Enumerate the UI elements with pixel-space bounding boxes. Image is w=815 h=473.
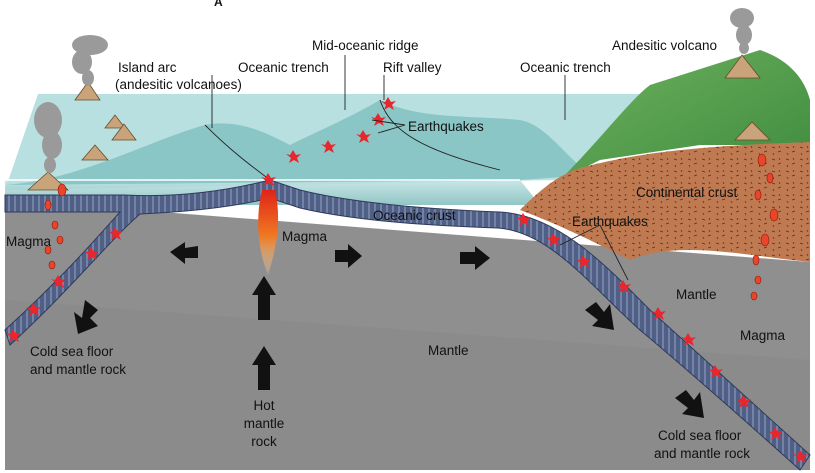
label-hot-rock: rock xyxy=(251,434,277,449)
mantle-front-shade xyxy=(5,300,810,470)
oceanic-crust-slab xyxy=(4,179,811,471)
label-magma-center: Magma xyxy=(282,229,328,244)
label-mantle-rock-left: and mantle rock xyxy=(30,362,126,377)
label-continental-crust: Continental crust xyxy=(636,185,738,200)
magma-drop-icon xyxy=(44,153,779,301)
continental-crust xyxy=(520,142,810,262)
magma-plume xyxy=(258,190,279,275)
label-andesitic-volcano: Andesitic volcano xyxy=(612,38,717,53)
sea-floor-relief xyxy=(5,100,590,185)
label-island-arc: Island arc xyxy=(118,60,177,75)
label-mantle-right: Mantle xyxy=(676,287,717,302)
label-mid-oceanic-ridge: Mid-oceanic ridge xyxy=(312,38,419,53)
label-cold-sea-floor-right: Cold sea floor xyxy=(658,428,742,443)
earthquake-star-icon xyxy=(6,97,808,463)
label-rift-valley: Rift valley xyxy=(383,60,442,75)
label-oceanic-crust: Oceanic crust xyxy=(373,208,456,223)
label-mantle-rock-right: and mantle rock xyxy=(654,446,750,461)
label-earthquakes-top: Earthquakes xyxy=(408,119,484,134)
continent-land-surface xyxy=(560,50,810,180)
panel-letter: A xyxy=(214,0,223,9)
volcano-icon xyxy=(26,54,771,191)
label-cold-sea-floor-left: Cold sea floor xyxy=(30,344,114,359)
volcanic-smoke xyxy=(34,8,754,173)
label-magma-right: Magma xyxy=(740,328,786,343)
label-hot: Hot xyxy=(253,398,274,413)
label-island-arc-detail: (andesitic volcanoes) xyxy=(115,77,242,92)
label-magma-left: Magma xyxy=(6,234,52,249)
label-oceanic-trench-right: Oceanic trench xyxy=(520,60,611,75)
label-hot-mantle: mantle xyxy=(244,416,285,431)
label-earthquakes-right: Earthquakes xyxy=(572,214,648,229)
arrow-icon xyxy=(74,242,704,418)
label-mantle-center: Mantle xyxy=(428,343,469,358)
label-oceanic-trench-left: Oceanic trench xyxy=(238,60,329,75)
